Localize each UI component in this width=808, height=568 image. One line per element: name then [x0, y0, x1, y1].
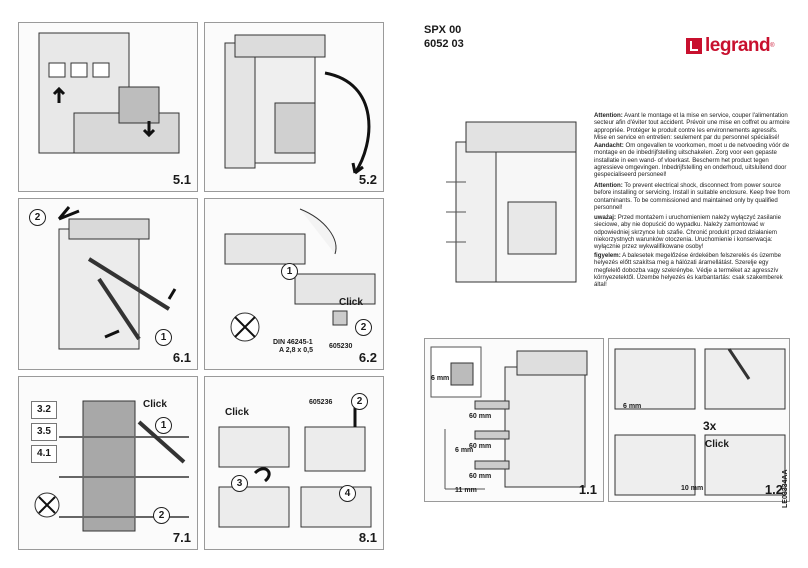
warning-fr: Attention: Avant le montage et la mise e…: [594, 112, 790, 141]
click-label: Click: [225, 407, 249, 418]
brand-name: legrand: [705, 35, 771, 56]
panel-label: 1.1: [578, 482, 597, 497]
step-marker-3: 3: [231, 475, 248, 492]
product-name: SPX 00: [424, 24, 462, 36]
illustration-7-1: [34, 400, 189, 532]
step-marker-4: 4: [339, 485, 356, 502]
step-marker-2: 2: [355, 319, 372, 336]
panel-1-2: 6 mm 10 mm 3x Click 1.2: [608, 338, 790, 502]
illustration-6-2: [224, 208, 376, 342]
warning-hu: figyelem: A balesetek megelőzése érdekéb…: [594, 252, 790, 288]
step-marker-2: 2: [351, 393, 368, 410]
dimension-1: 6 mm: [455, 447, 474, 454]
warning-text: A balesetek megelőzése érdekében felszer…: [594, 252, 783, 289]
panel-8-1: Click 605236 2 3 4 8.1: [204, 376, 384, 550]
warning-pl: uważaj: Przed montażem i uruchomieniem n…: [594, 214, 790, 250]
dimension-b: 10 mm: [681, 485, 704, 492]
dimension-6: 60 mm: [469, 473, 492, 480]
warning-en: Attention: To prevent electrical shock, …: [594, 182, 790, 211]
dimension-4: 60 mm: [469, 413, 492, 420]
warning-title: Attention:: [594, 182, 623, 189]
panel-6-2: 1 2 Click DIN 46245-1 A 2,8 x 0,5 605230…: [204, 198, 384, 370]
warning-text: Przed montażem i uruchomieniem należy wy…: [594, 214, 781, 251]
illustration-5-2: [224, 34, 371, 175]
illustration-5-1: [38, 32, 180, 154]
dimension-2: 11 mm: [455, 487, 477, 494]
ref-box-3-2: 3.2: [31, 401, 57, 419]
illustration-1-1: [430, 346, 588, 490]
warning-title: Aandacht:: [594, 142, 624, 149]
panel-label: 6.1: [172, 350, 191, 365]
warning-text: Avant le montage et la mise en service, …: [594, 112, 790, 141]
legrand-mark-icon: [686, 38, 702, 54]
step-marker-2: 2: [153, 507, 170, 524]
panel-5-1: 5.1: [18, 22, 198, 192]
brand-registered: ®: [770, 43, 775, 49]
dimension-5: 60 mm: [469, 443, 492, 450]
accessory-reference: 605236: [309, 399, 333, 406]
panel-label: 7.1: [172, 530, 191, 545]
ref-box-4-1: 4.1: [31, 445, 57, 463]
terminal-size: A 2,8 x 0,5: [279, 347, 313, 354]
panel-label: 8.1: [358, 530, 377, 545]
illustration-6-1: [57, 206, 177, 350]
illustration-1-2: [614, 348, 786, 496]
dimension-a: 6 mm: [623, 403, 642, 410]
warning-title: uważaj:: [594, 214, 617, 221]
dimension-3: 6 mm: [431, 375, 450, 382]
accessory-reference: 605230: [329, 343, 353, 350]
warning-nl: Aandacht: Om ongevallen te voorkomen, mo…: [594, 142, 790, 178]
warning-text: To prevent electrical shock, disconnect …: [594, 182, 790, 211]
legrand-logo: legrand ®: [686, 35, 775, 56]
warning-title: Attention:: [594, 112, 623, 119]
din-standard: DIN 46245-1: [273, 339, 313, 346]
panel-7-1: 3.2 3.5 4.1 Click 1 2 7.1: [18, 376, 198, 550]
step-marker-2: 2: [29, 209, 46, 226]
click-label: Click: [705, 439, 729, 450]
panel-6-1: 2 1 6.1: [18, 198, 198, 370]
ref-box-3-5: 3.5: [31, 423, 57, 441]
document-code: LE03334AA: [782, 469, 789, 508]
step-marker-1: 1: [155, 329, 172, 346]
panel-label: 1.2: [764, 482, 783, 497]
panel-label: 5.2: [358, 172, 377, 187]
warning-text: Om ongevallen te voorkomen, moet u de ne…: [594, 142, 790, 179]
product-reference: 6052 03: [424, 38, 464, 50]
click-label: Click: [339, 297, 363, 308]
panel-label: 5.1: [172, 172, 191, 187]
product-illustration: [446, 121, 577, 283]
panel-label: 6.2: [358, 350, 377, 365]
panel-1-1: 6 mm 11 mm 6 mm 60 mm 60 mm 60 mm 1.1: [424, 338, 604, 502]
click-label: Click: [143, 399, 167, 410]
step-marker-1: 1: [281, 263, 298, 280]
warning-title: figyelem:: [594, 252, 621, 259]
panel-5-2: 5.2: [204, 22, 384, 192]
multiplier-label: 3x: [703, 419, 717, 433]
step-marker-1: 1: [155, 417, 172, 434]
illustration-8-1: [218, 407, 372, 528]
